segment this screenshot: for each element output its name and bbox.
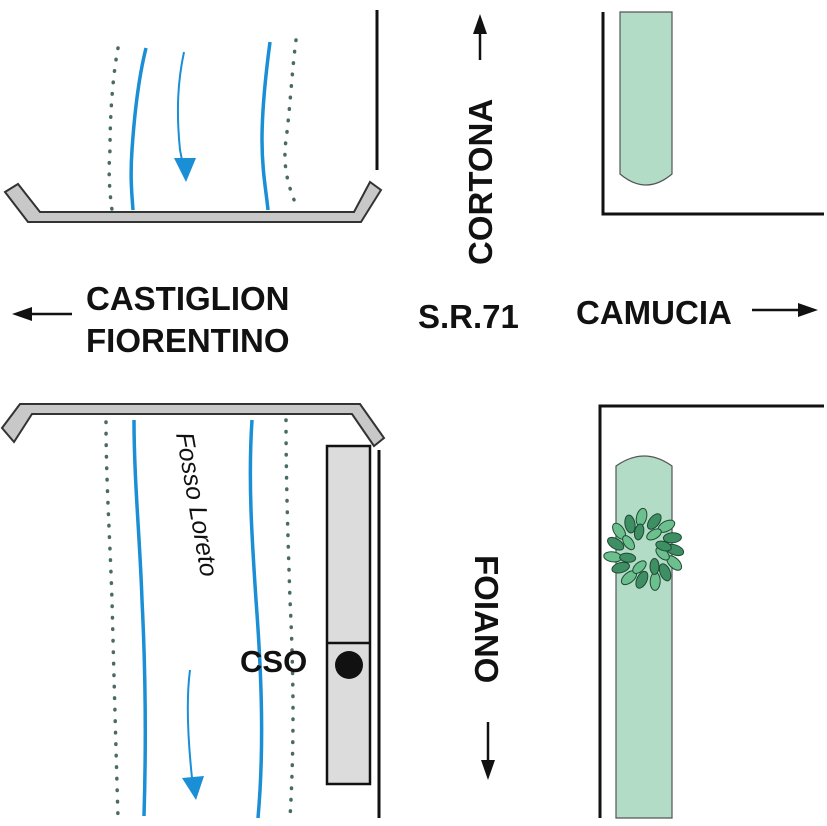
flow-arrowhead-lower [182, 776, 204, 800]
stream-bank-dotted-left-lower [104, 420, 120, 820]
arrow-right-icon [752, 303, 818, 317]
stream-bank-dotted-right-upper [283, 38, 300, 212]
arrow-left-icon [12, 307, 72, 321]
label-road-sr71: S.R.71 [418, 298, 519, 335]
green-strip-upper [619, 11, 673, 186]
label-cortona: CORTONA [462, 99, 499, 265]
label-camucia: CAMUCIA [576, 294, 732, 331]
arrow-down-icon [481, 722, 495, 780]
stream-lower [104, 418, 295, 820]
overflow-point-icon [335, 651, 363, 679]
label-castiglion: CASTIGLION [86, 280, 290, 317]
stream-upper [107, 38, 300, 212]
bridge-lower [0, 403, 386, 448]
flow-arrowhead-upper [174, 158, 196, 182]
label-fiorentino: FIORENTINO [86, 322, 290, 359]
curb-upper-right [601, 12, 824, 216]
bridge-upper [3, 180, 383, 223]
stream-bank-dotted-left-upper [107, 46, 120, 212]
stream-bank-dotted-right-lower [284, 418, 295, 820]
label-cso: CSO [240, 644, 307, 679]
curb-lower-right [598, 404, 824, 818]
stream-edge-left-upper [129, 47, 148, 211]
flow-direction-icon-lower [186, 669, 193, 779]
arrow-up-icon [473, 14, 487, 60]
label-fosso-loreto: Fosso Loreto [170, 430, 223, 579]
label-foiano: FOIANO [468, 555, 505, 683]
stream-edge-right-upper [260, 41, 272, 211]
stream-edge-right-lower [248, 419, 264, 819]
cso-tank [325, 444, 372, 786]
flow-direction-icon [176, 51, 185, 161]
tree-icon [603, 507, 685, 591]
stream-edge-left-lower [132, 419, 148, 817]
